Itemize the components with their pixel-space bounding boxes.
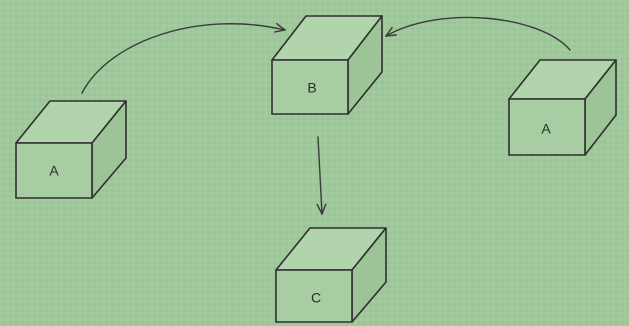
cube-label-b: B	[307, 80, 316, 96]
cube-label-a-right: A	[541, 121, 551, 137]
cube-label-c: C	[311, 290, 321, 306]
cube-label-a-left: A	[49, 163, 59, 179]
